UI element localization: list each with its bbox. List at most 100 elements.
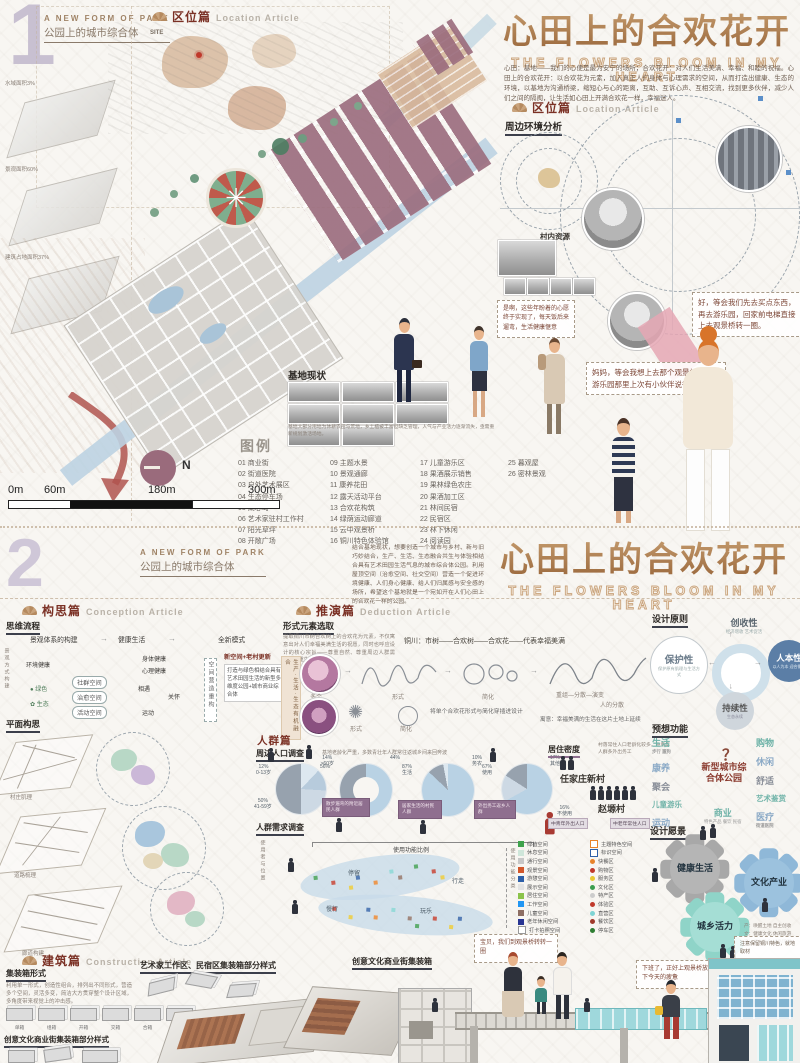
- space-legend-row: 快餐区: [590, 857, 632, 866]
- legend-chip-icon: [590, 858, 595, 864]
- space-group-label: 使用功能分类: [506, 848, 516, 928]
- legend-item: 14 绿荫运动廊道: [330, 515, 382, 523]
- page1-series: A NEW FORM OF PARK 公园上的城市综合体: [44, 14, 170, 43]
- flow-node: 健康生活: [118, 637, 146, 644]
- container-label: 交箱: [110, 1026, 121, 1031]
- space-legend-row: 特产区: [590, 892, 632, 901]
- space-legend-row: 主题特色空间: [590, 840, 632, 849]
- shell-icon: [22, 956, 37, 965]
- container-label: 组箱: [46, 1026, 57, 1031]
- space-legend-label: 服务区: [598, 876, 614, 883]
- pie-label: 67% 使用: [482, 764, 493, 777]
- flow-tag: ● 绿色: [30, 687, 48, 693]
- arrow-icon: →: [100, 634, 108, 643]
- functions-center: 新型城市综合体公园: [701, 762, 747, 784]
- stat-landscape: 景观面积60%: [5, 167, 39, 173]
- village-photo: [504, 278, 526, 295]
- space-legend-label: 主题特色空间: [601, 841, 633, 848]
- village-title: 村内资源: [540, 232, 570, 241]
- flower-photo: [300, 654, 340, 694]
- bridge-pier: [620, 1028, 628, 1063]
- plan-tree: [298, 134, 307, 143]
- crowd-tag: 散步遛弯的附近居民人群: [322, 798, 370, 817]
- space-legend-label: 绿植空间: [527, 841, 548, 848]
- space-legend-label: 展示空间: [527, 884, 548, 891]
- stat-water: 水域面积3%: [5, 81, 35, 87]
- activity-dot: [373, 915, 378, 920]
- legend-chip-icon: [518, 892, 524, 899]
- legend-item: 20 果酒加工区: [420, 493, 465, 501]
- page1-intro: 心田：基地——我们的心便是最为安宁的场所；合欢花开：对人们生活美满、幸福、和睦的…: [504, 65, 794, 103]
- arrow-icon: →: [530, 666, 538, 675]
- site-status-photo: [288, 426, 340, 446]
- activity-tag: 玩乐: [420, 909, 433, 915]
- flow-result: 打造与绿色相结合具有艺术田园生活的新型多维度公园+城市商业综合体: [224, 664, 284, 703]
- flow-title: 思维流程: [6, 620, 41, 635]
- person-icon: [614, 786, 620, 800]
- activity-cluster: [316, 888, 495, 942]
- container-label: 单箱: [14, 1026, 25, 1031]
- conception-header: 构思篇 Conception Article: [22, 602, 184, 619]
- step-label: 重组—分散—演变: [556, 693, 605, 699]
- space-legend-row: 体验区: [590, 900, 632, 909]
- location-title-en: Location Article: [216, 13, 300, 23]
- plan-sketch: [0, 807, 107, 875]
- functions-title: 预想功能: [652, 722, 689, 738]
- activity-dot: [432, 916, 437, 921]
- arrow-icon: →: [444, 666, 452, 675]
- function-word: 医疗街道医院: [756, 812, 775, 828]
- plan-sketch: [0, 734, 94, 796]
- shell-icon: [22, 606, 37, 615]
- legend-item: 09 主题水景: [330, 460, 368, 467]
- legend-chip-icon: [590, 876, 595, 882]
- legend-item: 16 铜川特色体验馆: [330, 538, 389, 546]
- location-title: 区位篇: [172, 10, 212, 24]
- plan-sketch: [3, 885, 123, 953]
- activity-tag: 停留: [348, 871, 361, 877]
- pie-label: 10% 务农: [471, 755, 482, 768]
- activity-dot: [348, 915, 353, 920]
- analysis-circle: [516, 148, 582, 214]
- shell-icon: [152, 12, 167, 21]
- person-icon: [762, 898, 768, 912]
- bridge-pier: [470, 1026, 478, 1063]
- space-legend-row: 餐饮区: [590, 917, 632, 926]
- principles-title: 设计原则: [652, 612, 689, 628]
- page2-number: 2: [6, 525, 44, 601]
- function-word: 运动: [652, 818, 671, 828]
- arrow-icon: ←: [727, 630, 737, 639]
- activity-dot: [313, 875, 318, 881]
- site-status-photo: [342, 404, 394, 424]
- activity-dot: [397, 875, 403, 880]
- plan-tree: [354, 102, 362, 110]
- legend-chip-icon: [590, 927, 595, 933]
- street-style-title: 创意文化商业街集装箱部分样式: [4, 1034, 109, 1048]
- legend-item: 23 林下休闲: [420, 527, 458, 535]
- deduction-header: 推演篇 Deduction Article: [296, 602, 451, 619]
- pie-label: 87% 生活: [402, 764, 413, 777]
- site-status-photo: [342, 382, 394, 402]
- pie-label: 16% 不使用: [556, 804, 572, 817]
- axon-box: [226, 982, 257, 999]
- person-icon: [700, 826, 706, 840]
- container-box-icon: [134, 1008, 161, 1021]
- form-doodle: [549, 657, 647, 685]
- plan-grove: [272, 138, 289, 155]
- activity-dot: [391, 907, 396, 913]
- divider: [131, 6, 132, 521]
- space-legend-row: 观景空间: [518, 866, 560, 875]
- village-photo: [573, 278, 595, 295]
- person-icon: [432, 998, 438, 1012]
- site-status-photo: [288, 404, 340, 424]
- container-sample: 合箱: [134, 1008, 161, 1031]
- gear-health: 健康生活: [660, 834, 730, 904]
- figure-bridge-mom: [502, 952, 524, 1017]
- space-legend-row: 展示空间: [518, 883, 560, 892]
- briefcase-icon: [412, 360, 422, 368]
- space-legend-row: 儿童空间: [518, 909, 560, 918]
- legend-chip-icon: [518, 858, 524, 865]
- activity-dot: [373, 880, 378, 885]
- arrow-icon: →: [754, 658, 762, 667]
